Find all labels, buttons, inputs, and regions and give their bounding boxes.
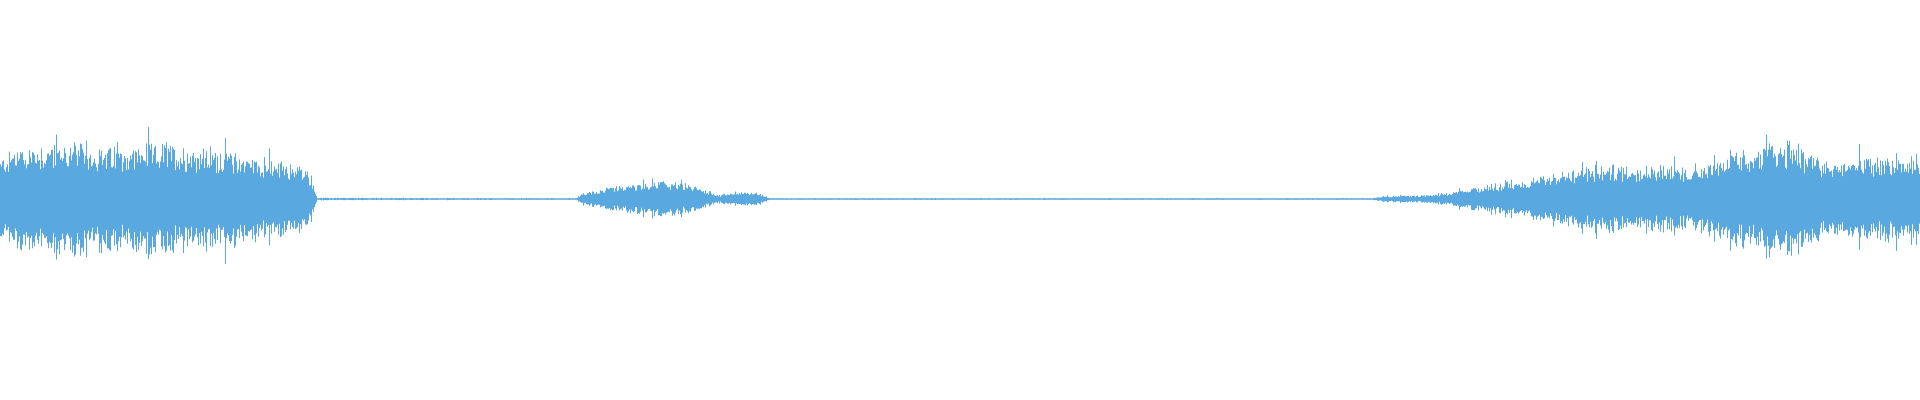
waveform-trace xyxy=(0,126,1920,264)
waveform-bars xyxy=(0,126,1920,264)
